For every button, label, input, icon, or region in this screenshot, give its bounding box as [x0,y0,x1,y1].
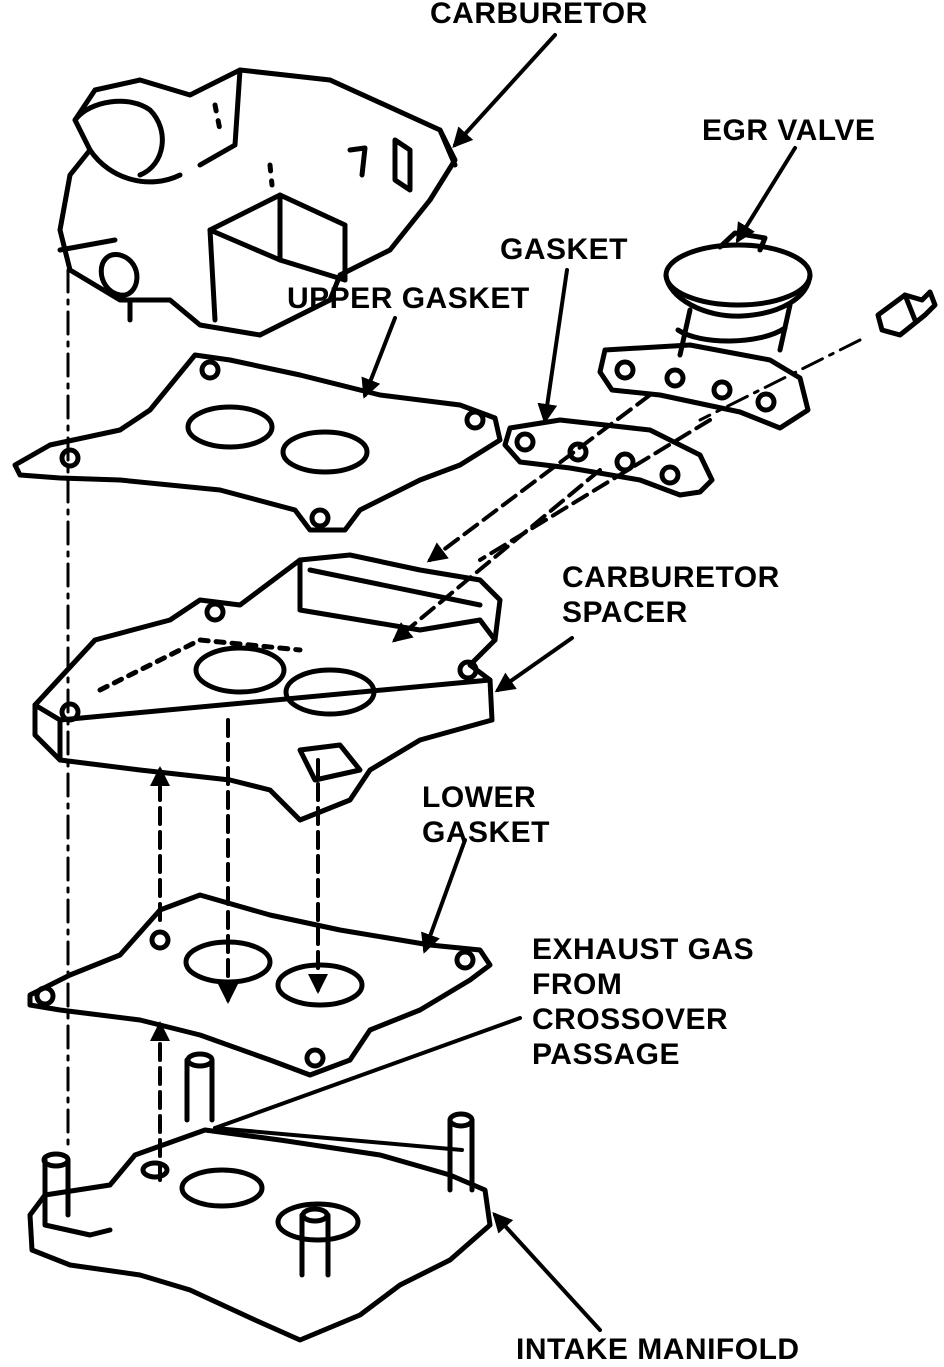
lower-gasket-drawing [27,892,493,1078]
gasket-label: GASKET [500,233,629,266]
spacer-drawing [32,552,503,823]
egr-valve-label: EGR VALVE [702,114,876,147]
carburetor-spacer-label: CARBURETOR SPACER [562,561,780,629]
lower-gasket-label: LOWER GASKET [422,781,551,849]
upper-gasket-label: UPPER GASKET [287,282,530,315]
carburetor-label: CARBURETOR [430,0,648,30]
upper-gasket-drawing [12,352,503,533]
bolt-drawing [875,289,938,338]
intake-manifold-label: INTAKE MANIFOLD [516,1333,800,1366]
egr-valve-drawing [597,230,813,431]
carburetor-drawing [57,67,458,338]
leader-lines [213,33,797,1332]
intake-manifold-drawing [27,1051,493,1343]
flow-arrows [150,393,712,1182]
exhaust-gas-label: EXHAUST GAS FROM CROSSOVER PASSAGE [532,933,755,1071]
alignment-lines [66,268,862,1152]
